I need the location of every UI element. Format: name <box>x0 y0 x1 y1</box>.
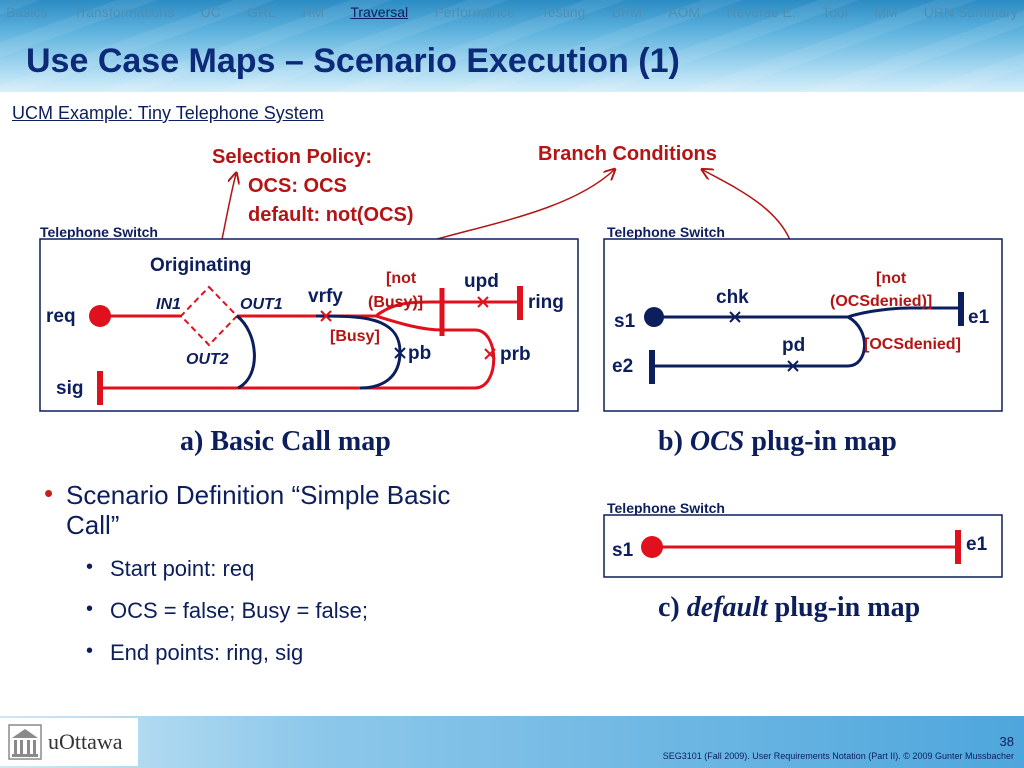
uottawa-logo: uOttawa <box>0 718 138 766</box>
map-a-label-prb: prb <box>500 344 531 365</box>
ucm-diagram: Selection Policy: OCS: OCS default: not(… <box>39 143 1003 623</box>
map-a-label-out2: OUT2 <box>186 351 229 368</box>
footer-text: SEG3101 (Fall 2009). User Requirements N… <box>662 751 1014 761</box>
map-a-start-req <box>89 305 111 327</box>
map-a-label-upd: upd <box>464 271 499 292</box>
bullet-sub-item: • End points: ring, sig <box>44 640 506 666</box>
bullet-dot-icon: • <box>86 640 94 662</box>
nav-item-rm[interactable]: RM <box>302 4 324 20</box>
bullet-sub-text: Start point: req <box>110 556 255 581</box>
nav-item-urn-summary[interactable]: URN Summary <box>923 4 1018 20</box>
map-a-label-req: req <box>46 306 76 327</box>
building-icon <box>8 724 42 760</box>
map-a-label-pb: pb <box>408 343 431 364</box>
navigation-bar: Basics Transformations UC GRL RM Travers… <box>6 4 1018 20</box>
nav-item-bpm[interactable]: BPM <box>611 4 642 20</box>
map-a-label-vrfy: vrfy <box>308 286 343 307</box>
nav-item-testing[interactable]: Testing <box>540 4 586 20</box>
bullet-dot-icon: • <box>44 478 54 508</box>
footer: uOttawa 38 SEG3101 (Fall 2009). User Req… <box>0 716 1024 768</box>
map-c-caption-italic: default <box>687 592 769 623</box>
map-b-label-s1: s1 <box>614 311 636 332</box>
map-a-label-sig: sig <box>56 378 83 399</box>
map-a-label-ring: ring <box>528 292 564 313</box>
bullet-main: • Scenario Definition “Simple Basic Call” <box>44 478 506 540</box>
branch-conditions-label: Branch Conditions <box>538 143 717 165</box>
map-b-condition-not-ocs-1: [not <box>876 270 907 287</box>
map-b-caption-prefix: b) <box>658 426 690 457</box>
bullet-sub-item: • Start point: req <box>44 556 506 582</box>
map-c-component-label: Telephone Switch <box>607 500 725 516</box>
map-b-label-e2: e2 <box>612 356 633 377</box>
map-b-caption-suffix: plug-in map <box>744 426 897 457</box>
bullet-sub-text: End points: ring, sig <box>110 640 304 665</box>
map-a-responsibility-pb <box>394 347 406 359</box>
selection-policy-ocs: OCS: OCS <box>248 175 347 197</box>
map-b-caption: b) OCS plug-in map <box>658 426 897 457</box>
nav-item-uc[interactable]: UC <box>200 4 221 20</box>
map-b-label-e1: e1 <box>968 307 990 328</box>
logo-wordmark: uOttawa <box>48 729 123 754</box>
nav-item-basics[interactable]: Basics <box>6 4 48 20</box>
map-c-start-s1 <box>641 536 663 558</box>
map-b-start-s1 <box>644 307 664 327</box>
selection-policy-label: Selection Policy: <box>212 146 372 168</box>
bullet-dot-icon: • <box>86 598 94 620</box>
map-a-component <box>39 238 579 412</box>
map-a-caption: a) Basic Call map <box>180 426 391 457</box>
nav-item-reverse-e[interactable]: Reverse E. <box>726 4 796 20</box>
map-b-label-chk: chk <box>716 287 749 308</box>
nav-item-mm[interactable]: MM <box>874 4 898 20</box>
nav-item-traversal[interactable]: Traversal <box>350 4 409 20</box>
map-b-component <box>603 238 1003 412</box>
map-a-condition-busy: [Busy] <box>330 328 380 345</box>
selection-policy-default: default: not(OCS) <box>248 204 414 226</box>
header-background <box>0 0 1024 92</box>
map-a-stub-originating <box>179 285 239 347</box>
bullet-list: • Scenario Definition “Simple Basic Call”… <box>44 478 506 666</box>
slide-title: Use Case Maps – Scenario Execution (1) <box>26 42 680 80</box>
map-a-label-originating: Originating <box>150 255 251 276</box>
map-c-caption-suffix: plug-in map <box>768 592 921 623</box>
map-a-condition-not-busy-1: [not <box>386 270 417 287</box>
page-number: 38 <box>999 734 1014 749</box>
map-b-condition-ocs-denied: [OCSdenied] <box>864 336 961 353</box>
map-b-condition-not-ocs-2: (OCSdenied)] <box>830 293 932 310</box>
nav-item-grl[interactable]: GRL <box>247 4 276 20</box>
nav-item-transformations[interactable]: Transformations <box>73 4 175 20</box>
map-c-caption: c) default plug-in map <box>658 592 920 623</box>
bullet-main-text: Scenario Definition “Simple Basic Call” <box>66 480 451 540</box>
map-b-caption-italic: OCS <box>690 426 744 457</box>
map-a-condition-not-busy-2: (Busy)] <box>368 294 423 311</box>
bullet-sub-text: OCS = false; Busy = false; <box>110 598 369 623</box>
map-a-responsibility-vrfy <box>320 310 332 322</box>
map-a-path-out2 <box>236 314 256 390</box>
map-a-responsibility-prb <box>484 348 496 360</box>
map-b-path-e1 <box>847 306 961 319</box>
slide-subtitle[interactable]: UCM Example: Tiny Telephone System <box>12 103 324 123</box>
map-c-label-e1: e1 <box>966 534 988 555</box>
nav-item-aom[interactable]: AOM <box>668 4 701 20</box>
map-a-responsibility-upd <box>477 296 489 308</box>
map-b-responsibility-pd <box>787 360 799 372</box>
map-a-path-busy <box>100 314 496 390</box>
map-a-label-out1: OUT1 <box>240 296 283 313</box>
bullet-sub-item: • OCS = false; Busy = false; <box>44 598 506 624</box>
map-b-path-e2 <box>652 315 866 368</box>
nav-item-tool[interactable]: Tool <box>822 4 848 20</box>
map-a-label-in1: IN1 <box>156 296 181 313</box>
map-c-label-s1: s1 <box>612 540 634 561</box>
map-b-label-pd: pd <box>782 335 805 356</box>
map-a-component-label: Telephone Switch <box>40 224 158 240</box>
map-b-component-label: Telephone Switch <box>607 224 725 240</box>
map-c-caption-prefix: c) <box>658 592 687 623</box>
nav-item-performance[interactable]: Performance <box>434 4 515 20</box>
bullet-dot-icon: • <box>86 556 94 578</box>
map-b-responsibility-chk <box>729 311 741 323</box>
